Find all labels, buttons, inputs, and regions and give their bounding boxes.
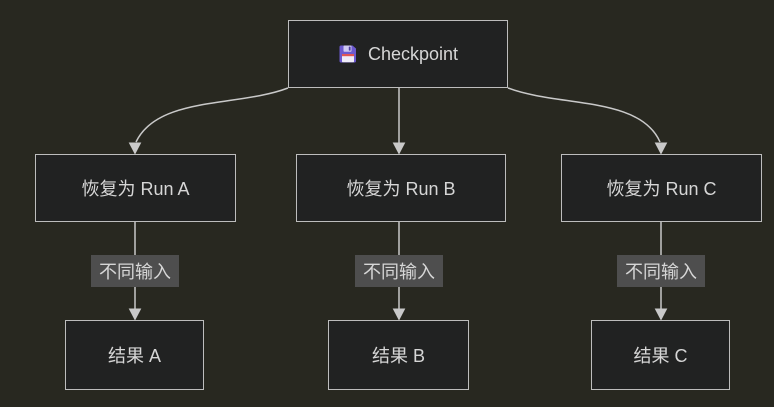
node-run-b: 恢复为 Run B bbox=[296, 154, 506, 222]
floppy-disk-icon bbox=[338, 44, 358, 64]
node-result-c-label: 结果 C bbox=[633, 346, 688, 366]
node-result-a-label: 结果 A bbox=[107, 346, 161, 366]
arrowhead-resultA bbox=[128, 308, 142, 321]
node-run-b-label: 恢复为 Run B bbox=[346, 179, 456, 199]
node-run-c-label: 恢复为 Run C bbox=[606, 179, 717, 199]
edge-label-input-c: 不同输入 bbox=[617, 255, 705, 287]
node-result-c: 结果 C bbox=[591, 320, 730, 390]
node-run-c: 恢复为 Run C bbox=[561, 154, 762, 222]
edge-label-input-a: 不同输入 bbox=[91, 255, 179, 287]
arrowhead-runA bbox=[128, 142, 142, 155]
arrowhead-resultC bbox=[654, 308, 668, 321]
edge-checkpoint-runC bbox=[507, 87, 661, 143]
node-result-b-label: 结果 B bbox=[371, 346, 425, 366]
node-checkpoint-label: Checkpoint bbox=[367, 43, 459, 64]
edge-label-input-b: 不同输入 bbox=[355, 255, 443, 287]
edge-checkpoint-runA bbox=[135, 87, 289, 143]
node-result-b: 结果 B bbox=[328, 320, 469, 390]
arrowhead-resultB bbox=[392, 308, 406, 321]
node-run-a: 恢复为 Run A bbox=[35, 154, 236, 222]
node-checkpoint: Checkpoint bbox=[288, 20, 508, 88]
node-run-a-label: 恢复为 Run A bbox=[81, 179, 190, 199]
arrowhead-runC bbox=[654, 142, 668, 155]
arrowhead-runB bbox=[392, 142, 406, 155]
node-result-a: 结果 A bbox=[65, 320, 204, 390]
